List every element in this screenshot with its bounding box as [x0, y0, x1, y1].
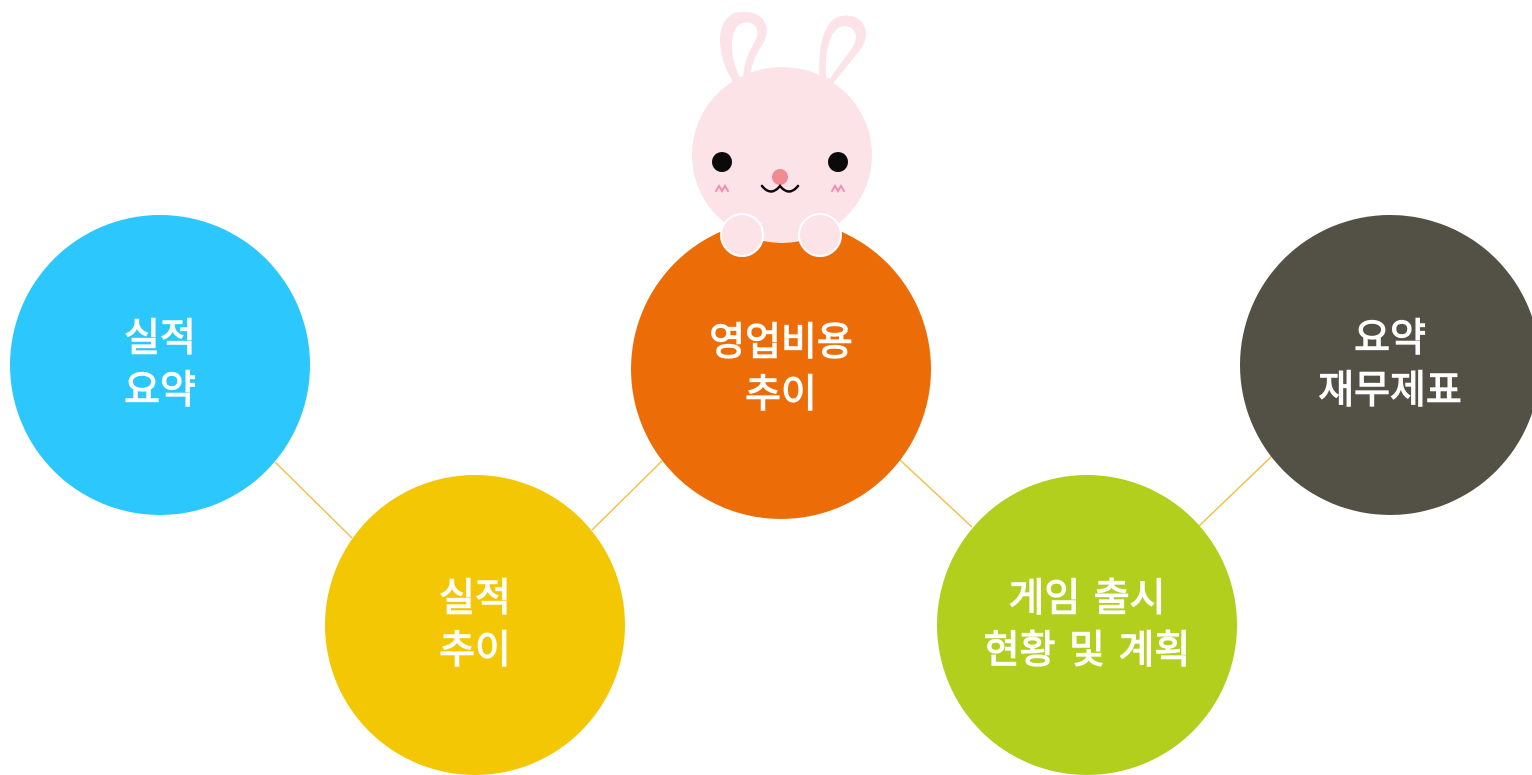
- node-label: 게임 출시 현황 및 계획: [984, 573, 1191, 677]
- node-operating-expense-trend[interactable]: 영업비용 추이: [631, 219, 931, 519]
- bunny-left-blush: [715, 184, 729, 193]
- connector-line: [1197, 455, 1273, 528]
- node-label-line2: 추이: [745, 372, 817, 417]
- node-label-line2: 추이: [439, 628, 511, 673]
- node-game-launch-plan[interactable]: 게임 출시 현황 및 계획: [937, 475, 1237, 775]
- node-label-line1: 영업비용: [709, 320, 853, 365]
- bunny-right-paw: [798, 213, 842, 257]
- bunny-mascot-icon: [692, 11, 872, 257]
- node-label-line2: 재무제표: [1318, 368, 1462, 413]
- bunny-right-inner-ear: [825, 26, 856, 79]
- node-label: 실적 요약: [124, 313, 196, 417]
- connector-line: [591, 459, 664, 531]
- node-label-line2: 요약: [124, 368, 196, 413]
- node-label-line1: 요약: [1354, 316, 1426, 361]
- bunny-left-inner-ear: [731, 22, 758, 77]
- connector-line: [899, 459, 973, 528]
- node-label-line1: 게임 출시: [1008, 576, 1166, 621]
- node-performance-trend[interactable]: 실적 추이: [325, 475, 625, 775]
- node-performance-summary[interactable]: 실적 요약: [10, 215, 310, 515]
- bunny-mouth: [760, 184, 800, 193]
- bunny-head: [692, 67, 872, 243]
- node-label: 요약 재무제표: [1318, 313, 1462, 417]
- bunny-right-blush: [831, 184, 845, 193]
- node-label-line1: 실적: [439, 576, 511, 621]
- node-financial-statements[interactable]: 요약 재무제표: [1240, 215, 1532, 515]
- bunny-right-eye: [828, 152, 848, 172]
- bunny-nose: [772, 169, 788, 185]
- node-label: 실적 추이: [439, 573, 511, 677]
- node-label: 영업비용 추이: [709, 317, 853, 421]
- connector-line: [274, 461, 353, 539]
- node-label-line2: 현황 및 계획: [983, 628, 1191, 673]
- node-label-line1: 실적: [124, 316, 196, 361]
- bunny-left-paw: [720, 213, 764, 257]
- bunny-left-eye: [712, 152, 732, 172]
